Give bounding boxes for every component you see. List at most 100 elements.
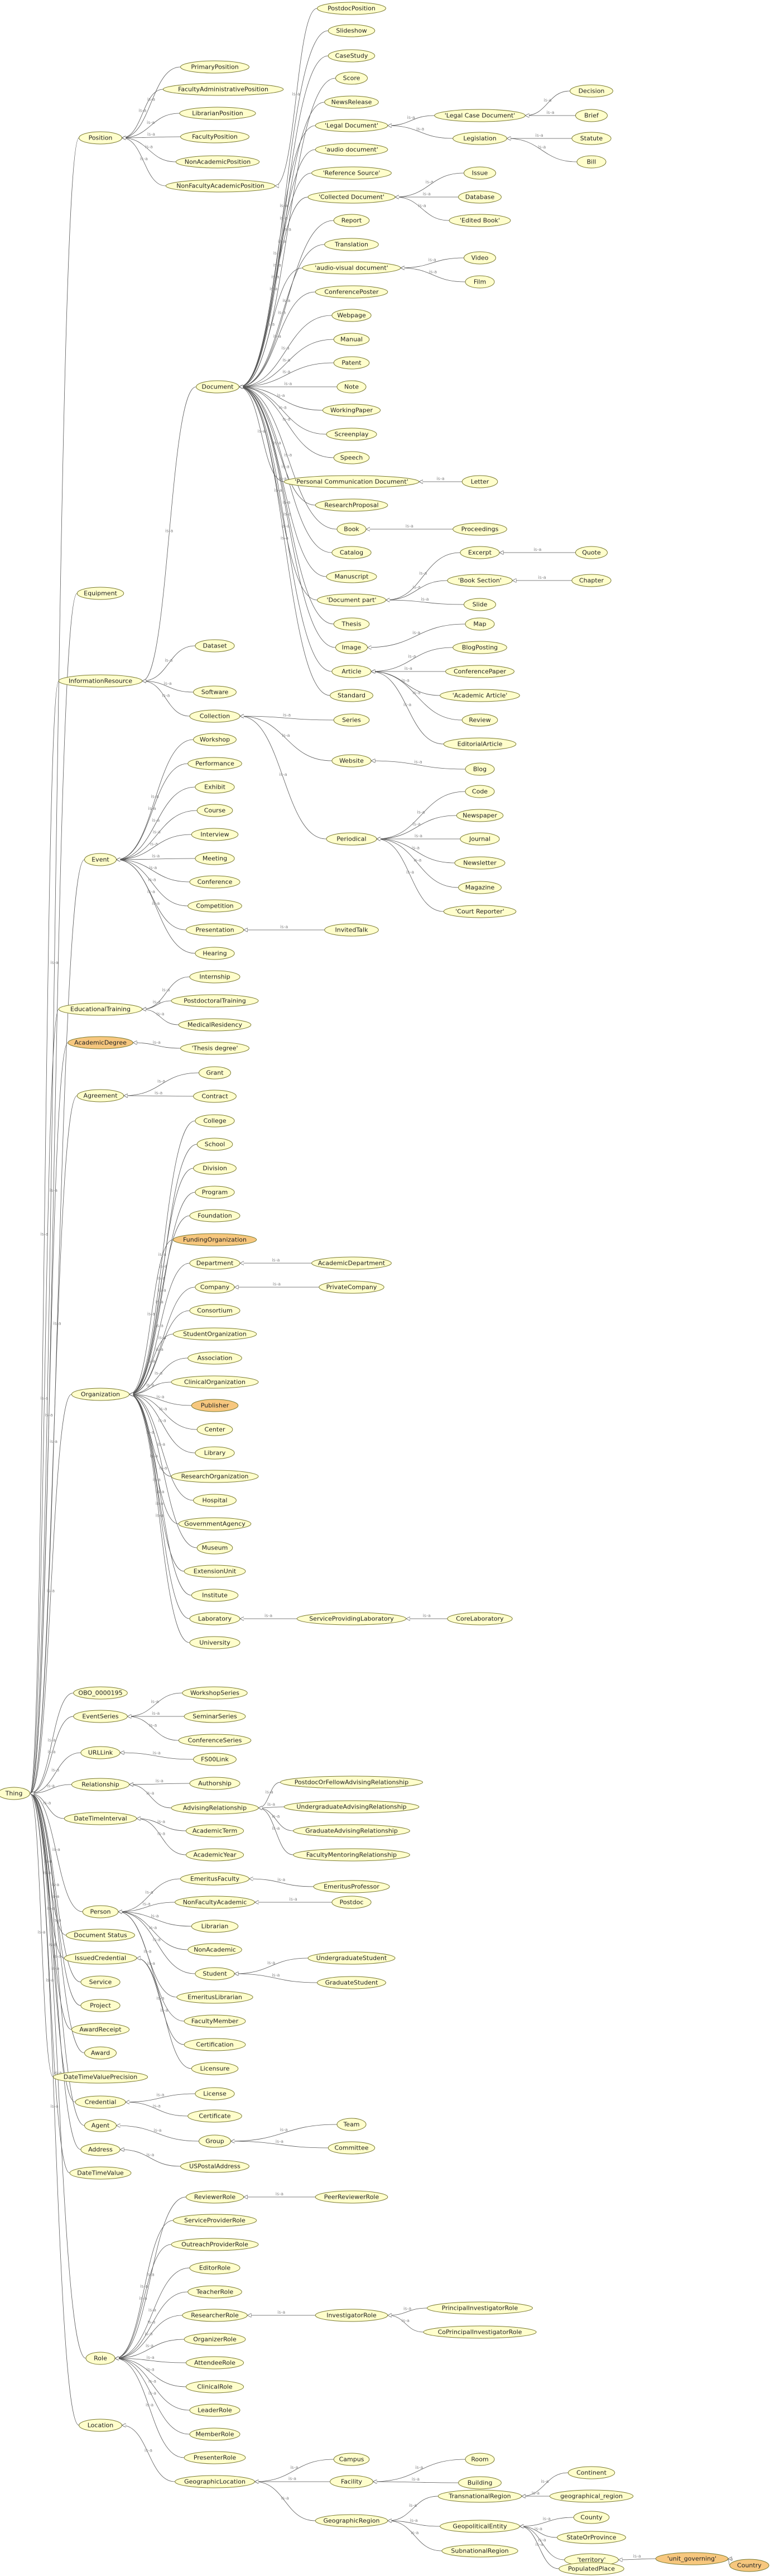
node-person: Person: [82, 1905, 119, 1918]
edge-label: is-a: [146, 1791, 154, 1796]
edge-label: is-a: [402, 2318, 410, 2323]
edge-label: is-a: [50, 960, 58, 965]
edge-label: is-a: [51, 1966, 59, 1971]
edge-label: is-a: [282, 346, 290, 351]
node-advisingrelationship: AdvisingRelationship: [171, 1801, 259, 1815]
node-label: StudentOrganization: [183, 1331, 247, 1338]
edge-is-a: is-a: [115, 2358, 185, 2458]
edge-is-a: is-a: [142, 1009, 179, 1025]
node-label: UndergraduateStudent: [316, 1955, 387, 1962]
node-institute: Institute: [191, 1589, 239, 1602]
edge-label: is-a: [139, 2296, 147, 2301]
node-code: Code: [465, 785, 495, 798]
node-label: WorkingPaper: [330, 407, 373, 414]
edge-label: is-a: [413, 822, 421, 827]
node-label: Speech: [340, 454, 363, 462]
edge-is-a: is-a: [30, 1793, 85, 2126]
edge-label: is-a: [423, 1613, 431, 1618]
edge-is-a: is-a: [30, 1009, 59, 1793]
edge-is-a: is-a: [137, 1819, 186, 1831]
node-hospital: Hospital: [193, 1494, 237, 1507]
edge-is-a: is-a: [129, 1394, 192, 1596]
edge-is-a: is-a: [395, 191, 459, 197]
node-corelaboratory: CoreLaboratory: [447, 1612, 513, 1625]
node-label: NewsRelease: [331, 99, 372, 106]
edge-is-a: is-a: [234, 1282, 319, 1287]
node-label: EmeritusFaculty: [190, 1875, 239, 1883]
edge-is-a: is-a: [507, 138, 578, 162]
node-library: Library: [195, 1446, 235, 1460]
node-periodical: Periodical: [326, 832, 377, 846]
edge-is-a: is-a: [30, 1793, 65, 1819]
node-label: FacultyPosition: [192, 133, 238, 141]
node-speech: Speech: [333, 451, 370, 464]
node-review: Review: [461, 713, 498, 727]
edge-is-a: is-a: [30, 1793, 81, 2006]
node-label: CoPrincipalInvestigatorRole: [438, 2329, 522, 2336]
node-label: 'Book Section': [458, 577, 502, 584]
node-academicyear: AcademicYear: [185, 1848, 244, 1862]
node-label: Publisher: [201, 1402, 229, 1409]
node-label: Review: [469, 717, 490, 724]
node-label: EmeritusLibrarian: [187, 1994, 242, 2001]
node-label: Code: [472, 788, 488, 795]
node-academic-article: 'Academic Article': [440, 689, 520, 702]
node-image: Image: [335, 641, 368, 654]
edge-is-a: is-a: [129, 1333, 174, 1394]
edge-label: is-a: [164, 681, 172, 686]
node-label: Decision: [579, 88, 605, 95]
edge-is-a: is-a: [386, 552, 460, 600]
node-attendeerole: AttendeeRole: [185, 2356, 244, 2369]
node-label: DateTimeValue: [77, 2170, 124, 2177]
node-transnationalregion: TransnationalRegion: [437, 2489, 522, 2503]
edge-label: is-a: [138, 108, 146, 113]
edge-is-a: is-a: [231, 2139, 329, 2148]
edge-is-a: is-a: [249, 1877, 314, 1887]
node-label: Newsletter: [463, 860, 497, 867]
node-coprincipalinvestigatorrole: CoPrincipalInvestigatorRole: [423, 2325, 537, 2339]
edge-is-a: is-a: [129, 1215, 190, 1394]
node-label: AcademicDegree: [74, 1039, 127, 1047]
edge-label: is-a: [147, 889, 155, 894]
node-label: CoreLaboratory: [456, 1615, 504, 1623]
node-statute: Statute: [571, 132, 612, 145]
node-continent: Continent: [567, 2466, 615, 2479]
node-label: ResearcherRole: [191, 2312, 239, 2319]
edge-is-a: is-a: [30, 1095, 78, 1793]
edge-label: is-a: [273, 251, 281, 256]
edge-is-a: is-a: [115, 2244, 172, 2358]
edge-label: is-a: [283, 713, 291, 718]
edge-is-a: is-a: [243, 2191, 316, 2197]
edge-label: is-a: [436, 476, 444, 481]
node-label: GeographicLocation: [184, 2478, 246, 2486]
edge-is-a: is-a: [519, 2526, 559, 2569]
node-label: GraduateAdvisingRelationship: [305, 1827, 398, 1835]
edge-is-a: is-a: [127, 1716, 179, 1741]
edge-is-a: is-a: [30, 1716, 74, 1793]
node-librarianposition: LibrarianPosition: [179, 107, 256, 120]
node-label: Conference: [198, 879, 233, 886]
node-label: Relationship: [81, 1781, 119, 1788]
edge-label: is-a: [157, 1819, 165, 1824]
edge-label: is-a: [155, 1091, 162, 1096]
node-conferenceposter: ConferencePoster: [315, 285, 388, 299]
node-extensionunit: ExtensionUnit: [184, 1565, 246, 1578]
node-datetimevalueprecision: DateTimeValuePrecision: [52, 2070, 148, 2084]
node-label: TeacherRole: [196, 2289, 234, 2296]
node-university: University: [189, 1636, 240, 1649]
node-label: Translation: [334, 241, 368, 248]
node-dataset: Dataset: [195, 639, 235, 653]
edge-label: is-a: [535, 2526, 542, 2531]
node-informationresource: InformationResource: [58, 674, 143, 688]
node-workshop: Workshop: [193, 733, 237, 746]
edge-label: is-a: [412, 846, 420, 851]
node-association: Association: [187, 1351, 242, 1365]
edge-label: is-a: [147, 120, 155, 125]
edge-is-a: is-a: [126, 2102, 188, 2117]
edge-label: is-a: [156, 1323, 163, 1328]
node-label: Periodical: [336, 836, 366, 843]
node-room: Room: [465, 2453, 495, 2466]
edge-label: is-a: [149, 865, 157, 870]
edge-label: is-a: [147, 1359, 155, 1364]
edge-is-a: is-a: [118, 1902, 175, 1912]
